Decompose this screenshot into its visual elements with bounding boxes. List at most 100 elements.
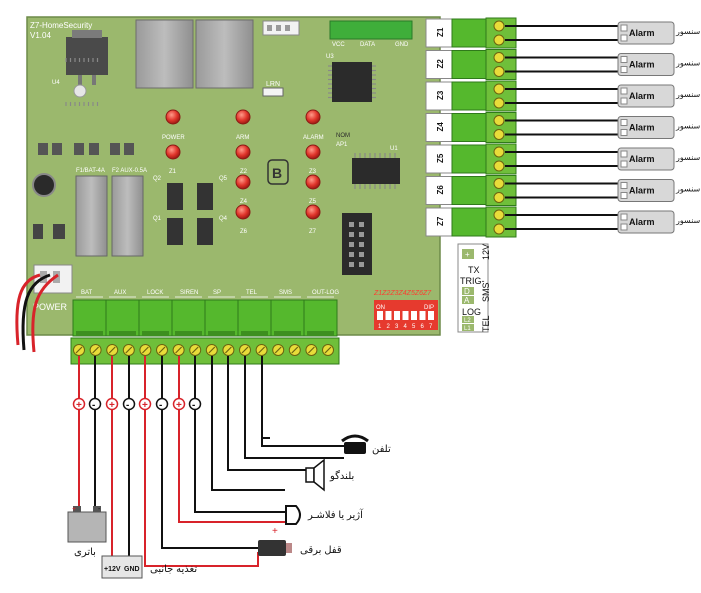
strip-tx: TX (468, 265, 480, 275)
u3-label: U3 (326, 54, 334, 60)
strip-a: A (464, 296, 470, 305)
fuse-holder (52, 143, 62, 155)
terminal-label: SP (213, 290, 221, 296)
dip-key[interactable] (385, 311, 392, 320)
sensor-label: سنسور (675, 90, 701, 99)
dip-key[interactable] (402, 311, 409, 320)
alarm-sensor (617, 179, 675, 202)
transistor (167, 218, 183, 245)
screw-terminal[interactable] (493, 178, 505, 189)
zone-terminal-block (451, 50, 487, 79)
dip-key-number: 2 (387, 324, 391, 330)
board-title: Z7-HomeSecurity (30, 21, 92, 30)
zone-terminal-block (451, 144, 487, 174)
siren-plus: + (272, 526, 278, 537)
plus-marker (172, 397, 186, 411)
terminal-label: SMS (279, 290, 292, 296)
u4-label: U4 (52, 80, 60, 86)
dip-key-number: 6 (421, 324, 425, 330)
screw-terminal[interactable] (493, 20, 505, 32)
screw-terminal[interactable] (493, 52, 505, 63)
svg-text:-: - (159, 400, 162, 411)
lrn-button[interactable] (262, 87, 284, 97)
zone-label: Z6 (436, 185, 445, 195)
alarm-sensor (617, 210, 675, 234)
led-z4 (235, 174, 251, 190)
screw-terminal[interactable] (493, 83, 505, 95)
svg-text:-: - (126, 400, 129, 411)
terminal-block (237, 299, 272, 337)
plus-marker (105, 397, 119, 411)
power-wire-black (21, 273, 51, 351)
screw-terminal[interactable] (493, 209, 505, 221)
screw-terminal[interactable] (493, 129, 505, 140)
terminal-label: TEL (246, 290, 258, 296)
alarm-label: Alarm (629, 123, 655, 133)
fuse-holder (74, 143, 84, 155)
screw-terminal[interactable] (493, 34, 505, 46)
zone-tag (425, 176, 453, 205)
dip-zones-label: Z1Z2Z3Z4Z5Z6Z7 (373, 290, 432, 297)
aux-gnd-label: GND (124, 566, 140, 573)
terminal-label: LOCK (147, 290, 163, 296)
strip-log: LOG (462, 307, 481, 317)
dip-key[interactable] (394, 311, 400, 320)
dip-key[interactable] (419, 311, 426, 320)
ap1-label: AP1 (336, 142, 348, 148)
led-z2 (235, 144, 251, 160)
zone-terminal-block (451, 207, 487, 237)
wire (261, 356, 344, 447)
screw-terminal[interactable] (493, 146, 505, 158)
transistor (167, 183, 183, 210)
zone-tag (425, 81, 453, 111)
svg-text:+: + (76, 400, 82, 411)
power-wire-red (15, 273, 41, 346)
wire (211, 356, 285, 491)
zone-label: Z5 (436, 153, 445, 163)
siren-icon (285, 505, 301, 525)
fuse2-label: F2 AUX-0.5A (112, 168, 147, 174)
dip-key-number: 7 (429, 324, 433, 330)
led-label: ALARM (303, 135, 324, 141)
wire (178, 410, 286, 523)
dip-key[interactable] (411, 311, 417, 320)
terminal-label: SIREN (180, 290, 198, 296)
zone-terminal-block (451, 81, 487, 111)
board-version: V1.04 (30, 31, 51, 40)
alarm-label: Alarm (629, 154, 655, 164)
speaker-icon (305, 458, 325, 492)
terminal-block (270, 299, 305, 337)
dip-key[interactable] (377, 311, 383, 320)
sensor-label: سنسور (675, 122, 701, 131)
sensor-label: سنسور (675, 216, 701, 225)
terminal-label: AUX (114, 290, 126, 296)
terminal-label: BAT (81, 290, 93, 296)
aux-label: تغذیه جانبی (150, 564, 197, 575)
dip-key[interactable] (428, 311, 434, 320)
led-z7 (305, 204, 321, 220)
lrn-label: LRN (266, 81, 280, 88)
zone-terminal-block (451, 18, 487, 48)
zone-label: Z4 (436, 122, 445, 132)
screw-terminal[interactable] (493, 160, 505, 172)
minus-marker (188, 397, 202, 411)
screw-terminal[interactable] (493, 66, 505, 77)
screw-terminal[interactable] (493, 192, 505, 203)
alarm-label: Alarm (629, 60, 655, 70)
led-alarm (305, 109, 321, 125)
screw-terminal[interactable] (493, 223, 505, 235)
led-arm (235, 109, 251, 125)
buzzer (32, 173, 56, 197)
alarm-label: Alarm (629, 186, 655, 196)
dip-on-label: ON (376, 305, 385, 311)
sensor-label: سنسور (675, 27, 701, 36)
screw-terminal[interactable] (493, 115, 505, 126)
alarm-label: Alarm (629, 217, 655, 227)
wire (144, 410, 259, 567)
led-z5 (305, 174, 321, 190)
screw-terminal[interactable] (493, 97, 505, 109)
u1-chip (352, 158, 400, 184)
led-z6 (235, 204, 251, 220)
serial-header (329, 20, 413, 40)
